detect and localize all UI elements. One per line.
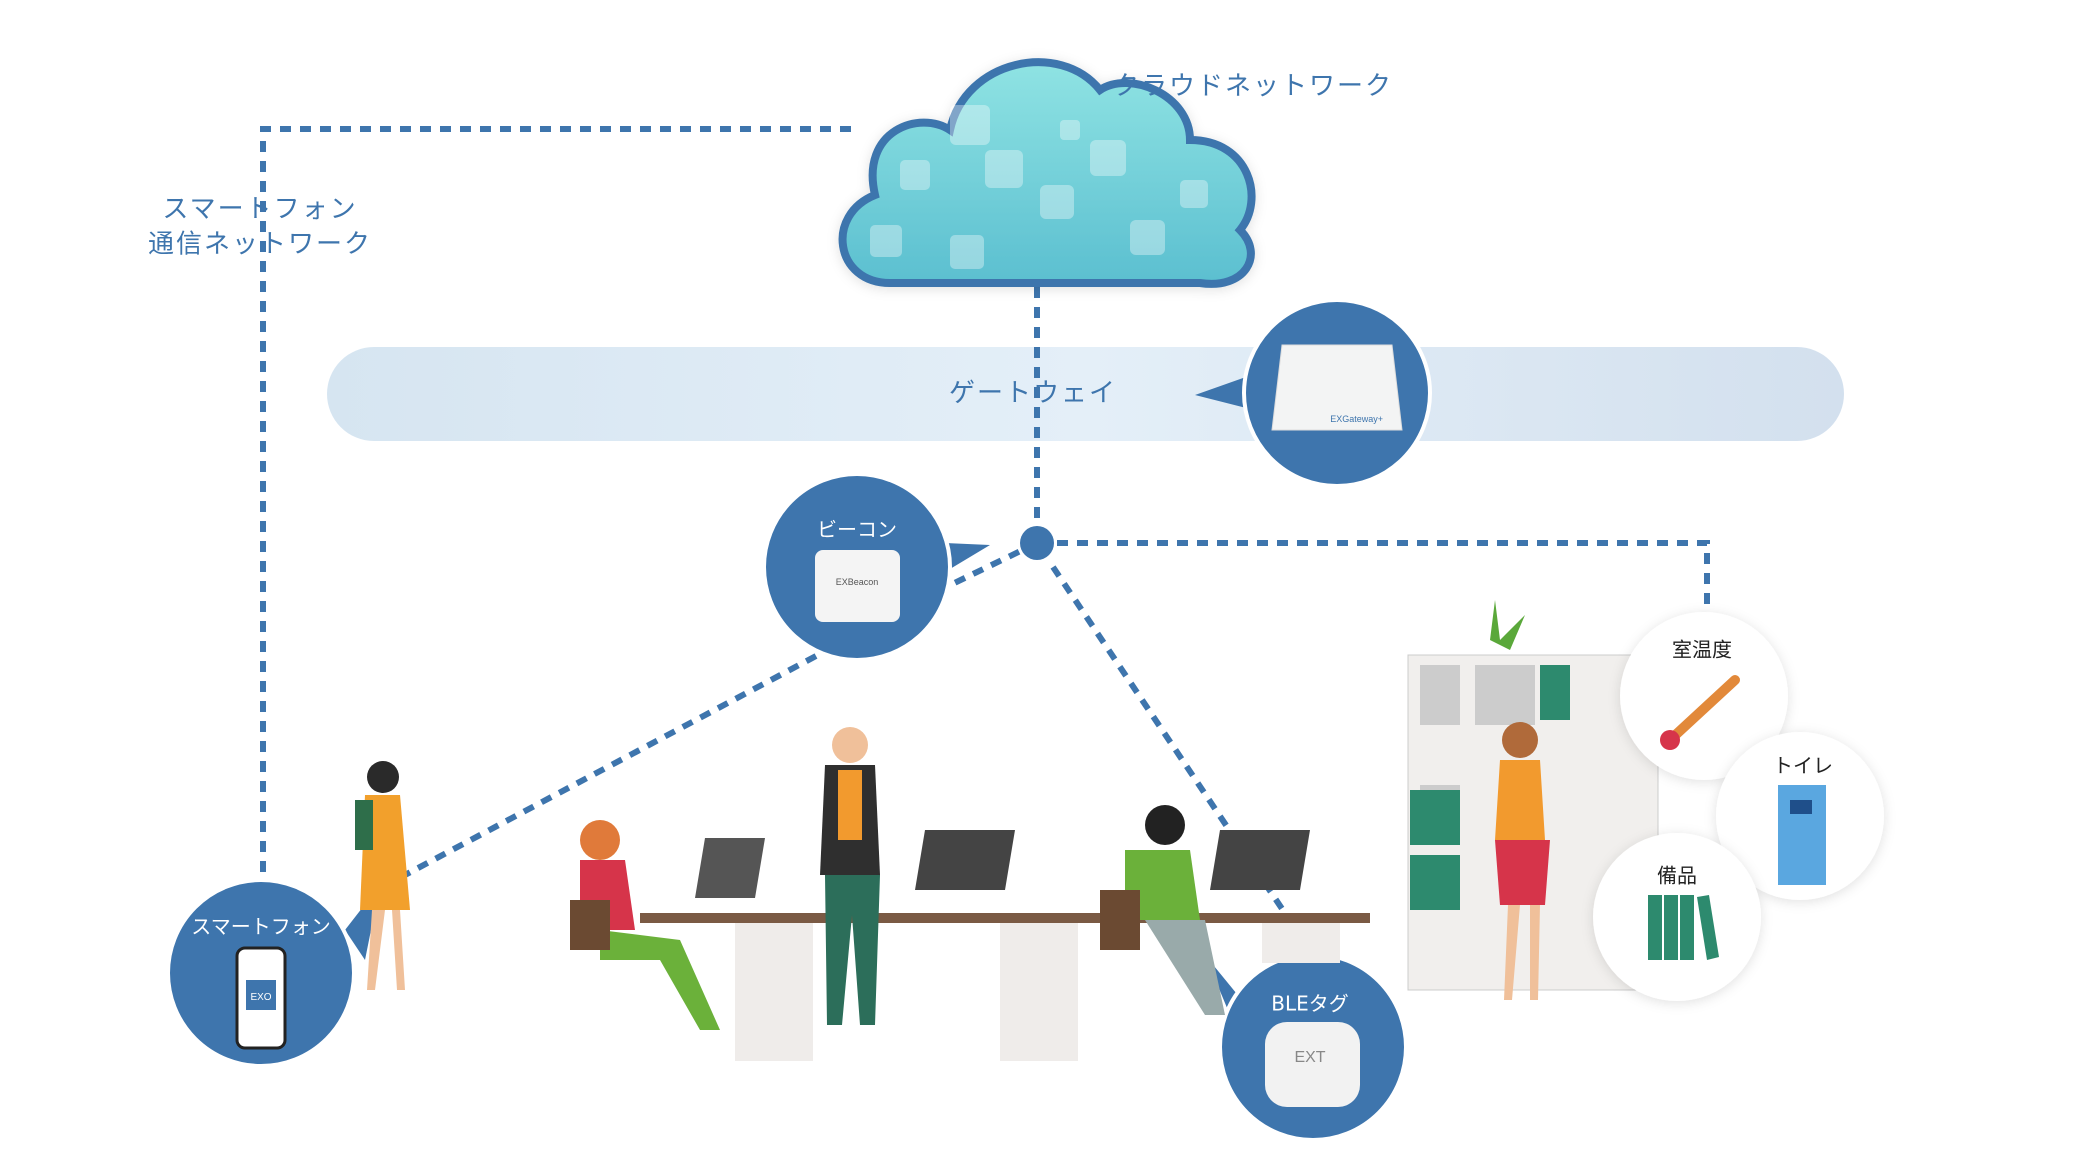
- equipment-label: 備品: [1657, 863, 1697, 888]
- temperature-label: 室温度: [1672, 637, 1732, 662]
- toilet-label: トイレ: [1773, 753, 1833, 778]
- cloud-icon: [838, 58, 1256, 288]
- toilet-door-icon: [1778, 785, 1826, 885]
- beacon-device-icon: [815, 550, 900, 622]
- thermometer-icon: [1660, 675, 1740, 750]
- monitor: [915, 830, 1015, 890]
- svg-text:EXBeacon: EXBeacon: [836, 577, 879, 587]
- hub-beacon-line: [938, 540, 1039, 593]
- gateway-device-icon: [1271, 344, 1403, 431]
- monitor: [695, 838, 765, 898]
- ble-tag-bubble: EXT: [1205, 952, 1408, 1142]
- hub-ble-line: [1050, 565, 1316, 957]
- ble-tag-label: BLEタグ: [1271, 991, 1349, 1016]
- gateway-bubble: EXGateway+: [1195, 298, 1432, 488]
- beacon-bubble: EXBeacon: [762, 472, 990, 662]
- smartphone-network-label-line2: 通信ネットワーク: [147, 229, 373, 260]
- binders-icon: [1648, 895, 1719, 960]
- connection-lines: [260, 126, 1710, 957]
- smartphone-label: スマートフォン: [191, 914, 331, 939]
- beacon-person-line: [403, 653, 818, 878]
- svg-text:EXT: EXT: [1294, 1049, 1325, 1066]
- monitor: [1210, 830, 1310, 890]
- smartphone-network-line: [260, 126, 851, 883]
- office-illustration: [355, 600, 1659, 1061]
- desk: [640, 913, 1370, 923]
- smartphone-network-label-line1: スマートフォン: [162, 194, 358, 225]
- gateway-band: [327, 347, 1844, 441]
- cloud-network-label: クラウドネットワーク: [1112, 71, 1394, 102]
- beacon-label: ビーコン: [817, 517, 897, 542]
- hub-sensors-line: [1037, 540, 1710, 613]
- gateway-label: ゲートウェイ: [948, 378, 1118, 409]
- svg-text:EXO: EXO: [250, 992, 271, 1003]
- ble-tag-device-icon: [1265, 1022, 1360, 1107]
- svg-text:EXGateway+: EXGateway+: [1330, 414, 1383, 424]
- hub-node: [1020, 526, 1054, 560]
- smartphone-bubble: EXO: [166, 878, 380, 1068]
